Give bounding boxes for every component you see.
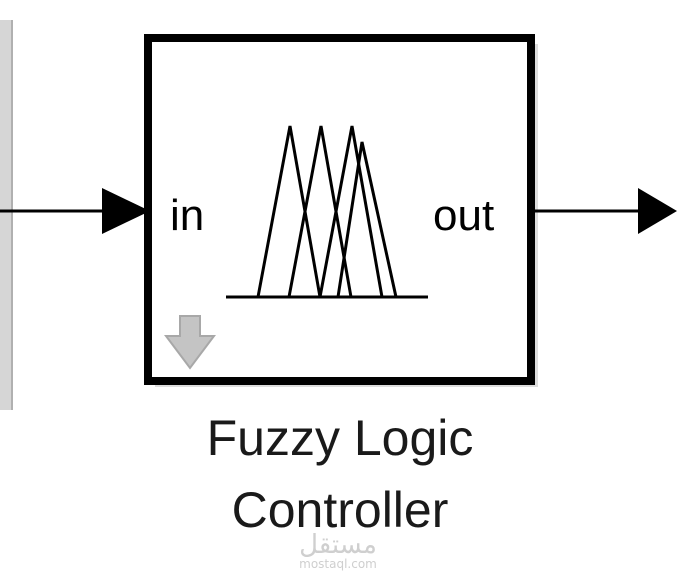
triangular-membership-functions-icon xyxy=(226,125,428,299)
input-arrowhead xyxy=(102,188,150,234)
output-arrowhead xyxy=(638,188,677,234)
fuzzy-logic-controller-block[interactable]: in out xyxy=(144,34,538,387)
output-port-label: out xyxy=(433,191,494,240)
block-caption-line2: Controller xyxy=(232,482,449,538)
input-signal-line[interactable] xyxy=(0,188,150,234)
input-port-label: in xyxy=(170,191,204,240)
output-signal-line[interactable] xyxy=(534,188,677,234)
watermark-site: mostaql.com xyxy=(299,557,377,571)
left-block-edge[interactable] xyxy=(0,20,13,410)
down-arrow-icon[interactable] xyxy=(164,315,216,370)
watermark-brand: مستقل xyxy=(299,530,377,560)
block-caption-line1: Fuzzy Logic xyxy=(207,410,474,466)
